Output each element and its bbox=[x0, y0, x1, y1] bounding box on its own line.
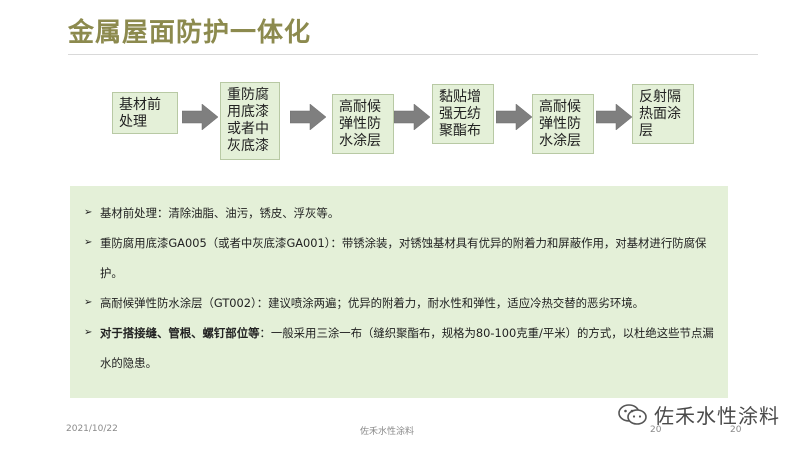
process-flow: 基材前 处理 重防腐 用底漆 或者中 灰底漆 高耐候 弹性防 水涂层 黏贴增 强… bbox=[0, 0, 800, 180]
flow-step-3: 高耐候 弹性防 水涂层 bbox=[332, 94, 394, 154]
bullet-item: ➢ 高耐候弹性防水涂层（GT002）：建议喷涂两遍；优异的附着力，耐水性和弹性，… bbox=[84, 288, 714, 318]
description-box: ➢ 基材前处理：清除油脂、油污，锈皮、浮灰等。 ➢ 重防腐用底漆GA005（或者… bbox=[70, 186, 728, 398]
arrow-right-icon bbox=[496, 104, 532, 130]
watermark-text: 佐禾水性涂料 bbox=[654, 404, 780, 428]
arrow-bullet-icon: ➢ bbox=[84, 207, 93, 218]
page-number: 20 bbox=[730, 425, 742, 435]
watermark: 佐禾水性涂料 bbox=[618, 400, 780, 429]
page-title: 金属屋面防护一体化 bbox=[68, 18, 312, 48]
arrow-right-icon bbox=[182, 104, 218, 130]
flow-step-5: 高耐候 弹性防 水涂层 bbox=[532, 94, 594, 154]
footer-company: 佐禾水性涂料 bbox=[360, 427, 415, 437]
footer-date: 2021/10/22 bbox=[66, 424, 118, 434]
bullet-item: ➢ 对于搭接缝、管根、螺钉部位等：一般采用三涂一布（缝织聚酯布，规格为80-10… bbox=[84, 318, 714, 378]
arrow-right-icon bbox=[596, 104, 632, 130]
flow-step-6: 反射隔 热面涂 层 bbox=[632, 84, 694, 144]
title-divider bbox=[68, 54, 758, 55]
arrow-right-icon bbox=[290, 104, 326, 130]
flow-step-1: 基材前 处理 bbox=[112, 92, 178, 134]
flow-step-4: 黏贴增 强无纺 聚酯布 bbox=[432, 84, 494, 144]
arrow-bullet-icon: ➢ bbox=[84, 297, 93, 308]
arrow-bullet-icon: ➢ bbox=[84, 237, 93, 248]
page-number: 20 bbox=[650, 425, 662, 435]
bullet-item: ➢ 基材前处理：清除油脂、油污，锈皮、浮灰等。 bbox=[84, 198, 714, 228]
arrow-right-icon bbox=[394, 104, 430, 130]
flow-step-2: 重防腐 用底漆 或者中 灰底漆 bbox=[220, 82, 280, 160]
bullet-item: ➢ 重防腐用底漆GA005（或者中灰底漆GA001）：带锈涂装，对锈蚀基材具有优… bbox=[84, 228, 714, 288]
wechat-icon bbox=[618, 403, 647, 425]
arrow-bullet-icon: ➢ bbox=[84, 327, 93, 338]
